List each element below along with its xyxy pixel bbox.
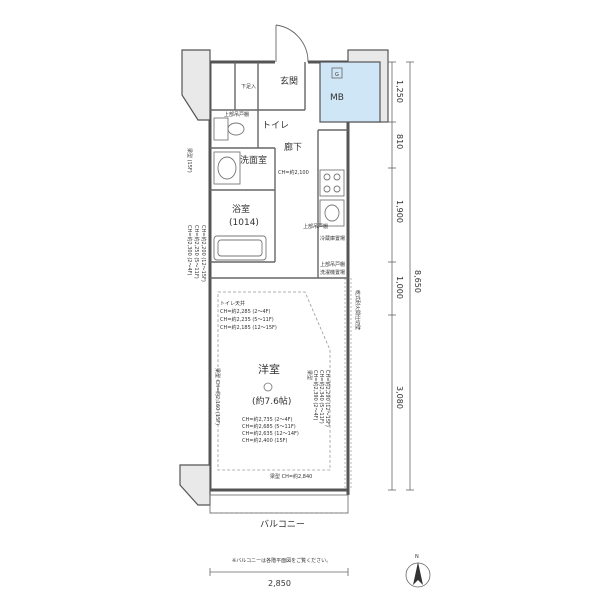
label-fire-door: 乾式耐火間仕切壁 xyxy=(354,290,361,330)
fire-partition xyxy=(344,278,352,490)
label-kamidanna-washer: 上部吊戸棚 xyxy=(320,261,345,268)
svg-text:CH=約2,635 (12～14F): CH=約2,635 (12～14F) xyxy=(242,430,299,437)
ch-list: CH=約2,735 (2～4F) CH=約2,685 (5～11F) CH=約2… xyxy=(242,416,299,444)
room-balcony: バルコニー xyxy=(260,519,305,530)
toilet-fixture xyxy=(213,117,245,141)
svg-text:CH=約2,200 (12～15F): CH=約2,200 (12～15F) xyxy=(200,225,207,282)
svg-text:CH=約2,340 (5～11F): CH=約2,340 (5～11F) xyxy=(318,370,325,424)
mb-box: G MB xyxy=(319,61,381,123)
room-mb: MB xyxy=(330,93,344,103)
dim-r4: 1,000 xyxy=(395,276,404,299)
svg-text:CH=約2,400 (15F): CH=約2,400 (15F) xyxy=(242,437,288,444)
svg-text:CH=約2,290 (12～15F): CH=約2,290 (12～15F) xyxy=(324,370,331,427)
svg-text:CH=約2,390 (2～4F): CH=約2,390 (2～4F) xyxy=(312,370,319,421)
label-washer: 洗濯機置場 xyxy=(320,269,345,276)
north-arrow: N xyxy=(405,554,431,588)
svg-text:CH=約2,685 (5～11F): CH=約2,685 (5～11F) xyxy=(242,423,296,430)
ch-left-upper: トイレ天井 CH=約2,285 (2～4F) CH=約2,235 (5～11F)… xyxy=(220,300,277,331)
room-yokushitsu: 浴室 xyxy=(232,203,250,215)
room-yoshitsu: 洋室 xyxy=(258,362,280,376)
note-balcony: ※バルコニーは各階平面図をご覧ください。 xyxy=(232,557,331,564)
dim-r2: 810 xyxy=(395,134,404,149)
svg-text:CH=約2,735 (2～4F): CH=約2,735 (2～4F) xyxy=(242,416,293,423)
svg-text:CH=約2,300 (2～4F): CH=約2,300 (2～4F) xyxy=(186,225,193,276)
bathtub-fixture xyxy=(213,235,267,261)
dim-bottom-label: 2,850 xyxy=(268,579,291,588)
svg-text:CH=約2,250 (5～11F): CH=約2,250 (5～11F) xyxy=(193,225,200,279)
label-kamidanna-toilet: 上部吊戸棚 xyxy=(224,111,249,118)
dim-right-chain xyxy=(388,61,414,491)
label-beam-bottom: 梁型 CH=約2,840 xyxy=(270,473,312,480)
dim-bottom xyxy=(209,568,349,576)
dim-r3: 1,900 xyxy=(395,200,404,223)
ch-side-left: CH=約2,300 (2～4F) CH=約2,250 (5～11F) CH=約2… xyxy=(186,225,207,282)
room-yoshitsu-size: (約7.6帖) xyxy=(252,395,291,407)
ch-side-right: 梁型 CH=約2,390 (2～4F) CH=約2,340 (5～11F) CH… xyxy=(306,370,331,427)
svg-text:CH=約2,185 (12～15F): CH=約2,185 (12～15F) xyxy=(220,324,277,331)
room-senmen: 洗面室 xyxy=(240,154,267,166)
label-beam-left: 梁型 CH=約2,160 (15F) xyxy=(214,368,221,425)
label-reizoko: 冷蔵庫置場 xyxy=(320,235,345,242)
dim-r1: 1,250 xyxy=(395,80,404,103)
room-yokushitsu-size: (1014) xyxy=(229,218,259,228)
ceiling-outline xyxy=(217,291,331,471)
svg-text:トイレ天井: トイレ天井 xyxy=(220,300,245,307)
svg-text:梁型: 梁型 xyxy=(306,370,313,380)
north-label: N xyxy=(415,554,419,560)
label-beam-left-small: 梁型 (15F) xyxy=(186,148,193,173)
balcony-area xyxy=(209,494,349,514)
svg-text:CH=約2,235 (5～11F): CH=約2,235 (5～11F) xyxy=(220,316,274,323)
kitchen-fixtures xyxy=(319,169,345,227)
svg-text:G: G xyxy=(335,72,339,78)
washbasin-fixture xyxy=(213,151,241,185)
label-kamidanna-kitchen: 上部吊戸棚 xyxy=(303,223,328,230)
dim-r5: 3,080 xyxy=(395,386,404,409)
svg-text:CH=約2,285 (2～4F): CH=約2,285 (2～4F) xyxy=(220,308,271,315)
room-roka: 廊下 xyxy=(284,141,302,153)
room-genkan: 玄関 xyxy=(280,75,298,87)
internal-walls xyxy=(210,62,348,279)
entry-door[interactable] xyxy=(275,24,309,63)
room-toilet: トイレ xyxy=(262,121,289,131)
label-ch-roka: CH=約2,100 xyxy=(278,169,309,176)
dim-total: 8,650 xyxy=(413,270,422,293)
room-getabako: 下足入 xyxy=(241,84,256,90)
